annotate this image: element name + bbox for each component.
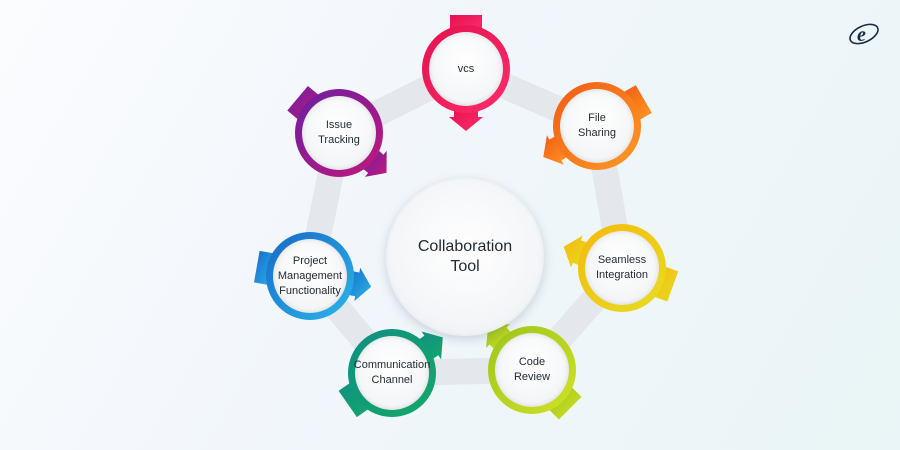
arrow-communication-channel [416, 331, 443, 361]
center-hub: Collaboration Tool [386, 178, 544, 336]
node-label: File Sharing [578, 112, 616, 139]
svg-text:e: e [857, 24, 866, 46]
node-label: Code Review [513, 356, 551, 383]
node-label: Project Management Functionality [277, 254, 343, 297]
tail-file-sharing [621, 85, 652, 121]
node-file-sharing: File Sharing [560, 89, 634, 163]
tail-communication-channel [338, 381, 370, 418]
node-communication-channel: Communication Channel [353, 336, 431, 410]
arrow-issue-tracking [360, 148, 387, 177]
node-label: Seamless Integration [596, 254, 648, 281]
node-vcs: vcs [429, 32, 503, 106]
node-label: Issue Tracking [318, 119, 360, 146]
node-issue-tracking: Issue Tracking [302, 96, 376, 170]
tail-issue-tracking [287, 86, 321, 121]
node-label: vcs [457, 62, 475, 75]
arrow-file-sharing [543, 134, 571, 165]
tail-seamless-integration [652, 266, 679, 302]
center-title: Collaboration Tool [417, 238, 513, 275]
node-project-management: Project Management Functionality [273, 239, 347, 313]
logo-e-icon: e [849, 23, 879, 46]
tail-code-review [547, 385, 582, 420]
arrow-vcs [449, 107, 483, 131]
node-label: Communication Channel [353, 359, 431, 386]
node-seamless-integration: Seamless Integration [585, 231, 659, 305]
node-code-review: Code Review [495, 333, 569, 407]
